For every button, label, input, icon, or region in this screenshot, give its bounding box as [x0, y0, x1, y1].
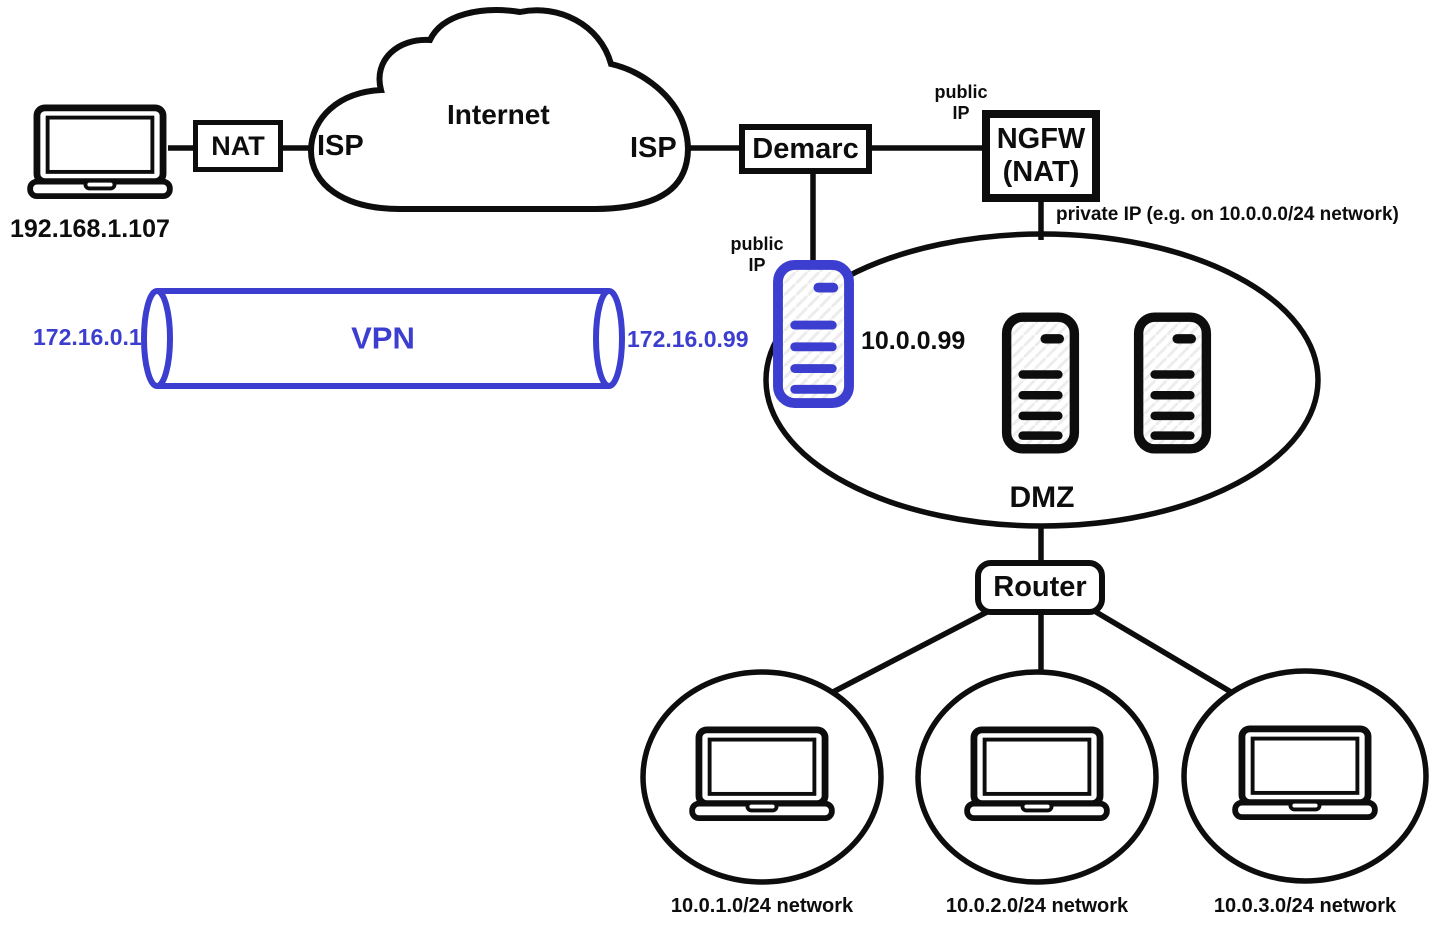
public-ip-vpn-label: public IP	[730, 234, 784, 275]
link-router-network1	[831, 609, 989, 695]
public-ip-wan-label: public IP	[934, 82, 988, 123]
link-router-network3	[1094, 609, 1233, 695]
dmz-server2-icon	[1139, 317, 1207, 449]
network2-laptop-icon	[967, 730, 1107, 818]
router-box: Router	[975, 560, 1105, 615]
vpn-tunnel-cylinder	[141, 288, 625, 389]
network3-label: 10.0.3.0/24 network	[1213, 895, 1397, 917]
isp-left-label: ISP	[317, 130, 364, 162]
vpn-tunnel-right-end	[593, 288, 625, 389]
connection-lines	[168, 145, 1233, 695]
network1-laptop-icon	[692, 730, 832, 818]
network1-label: 10.0.1.0/24 network	[670, 895, 854, 917]
demarc-box: Demarc	[739, 124, 872, 174]
isp-right-label: ISP	[630, 132, 677, 164]
ngfw-box: NGFW (NAT)	[982, 110, 1100, 202]
ngfw-label: NGFW (NAT)	[996, 123, 1086, 188]
vpn-label: VPN	[351, 320, 415, 356]
dmz-label: DMZ	[1009, 481, 1075, 514]
demarc-label: Demarc	[752, 132, 859, 165]
internet-label: Internet	[447, 99, 550, 130]
private-ip-note: private IP (e.g. on 10.0.0.0/24 network)	[1056, 204, 1399, 225]
home-laptop-icon	[30, 108, 170, 196]
home-laptop-ip: 192.168.1.107	[10, 215, 170, 243]
dmz-server1-icon	[1007, 317, 1075, 449]
nat-box: NAT	[193, 120, 283, 172]
router-label: Router	[993, 571, 1087, 603]
network3-laptop-icon	[1235, 729, 1375, 817]
nat-label: NAT	[211, 130, 265, 161]
vpn-tunnel-left-end	[141, 288, 173, 389]
vpn-server-icon	[778, 265, 849, 403]
vpn-server-private-ip: 10.0.0.99	[861, 327, 966, 355]
vpn-client-ip: 172.16.0.1	[33, 324, 142, 350]
internet-cloud	[307, 7, 691, 212]
network2-label: 10.0.2.0/24 network	[945, 895, 1129, 917]
vpn-server-tunnel-ip: 172.16.0.99	[627, 326, 749, 352]
